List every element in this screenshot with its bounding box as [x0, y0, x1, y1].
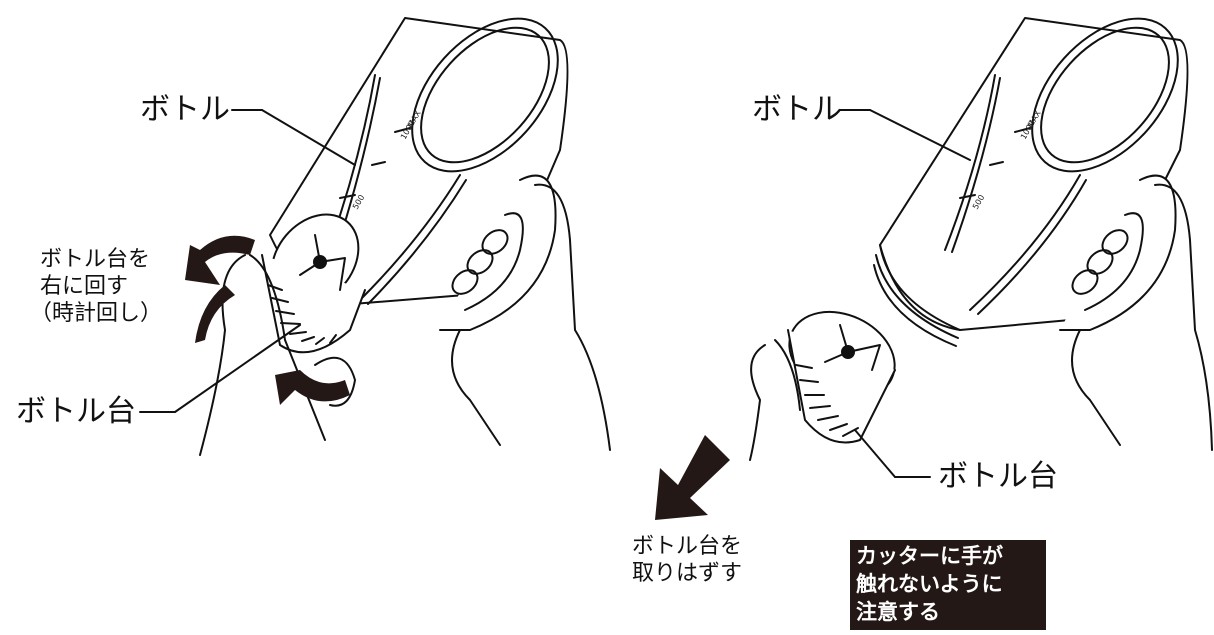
right-base — [787, 310, 896, 444]
warning-line-3: 注意する — [856, 600, 940, 624]
right-bottle-label: ボトル — [752, 92, 842, 127]
max-tick — [1014, 127, 1031, 133]
right-hands — [749, 183, 1213, 461]
left-instruction: ボトル台を 右に回す （時計回し） — [30, 246, 162, 327]
right-instruction: ボトル台を 取りはずす — [632, 533, 742, 587]
left-bottle-label: ボトル — [140, 92, 230, 127]
max-tick — [394, 127, 411, 133]
warning-box: カッターに手が 触れないように 注意する — [850, 540, 1046, 630]
warning-line-2: 触れないように — [856, 572, 1003, 596]
left-base-label: ボトル台 — [16, 394, 136, 429]
right-bottle — [873, 17, 1189, 347]
remove-arrow — [655, 435, 730, 520]
left-leaders — [139, 109, 356, 413]
right-leaders — [839, 109, 971, 478]
warning-line-1: カッターに手が — [856, 544, 1003, 568]
mid-tick — [371, 161, 386, 166]
left-instruction-line-1: ボトル台を — [40, 247, 151, 272]
right-instruction-line-1: ボトル台を — [632, 534, 743, 559]
half-tick — [959, 194, 976, 199]
left-rotate-arrows — [185, 235, 350, 405]
left-instruction-line-2: 右に回す — [40, 274, 129, 299]
mid-tick — [989, 161, 1004, 166]
right-instruction-line-2: 取りはずす — [632, 561, 743, 586]
left-hands — [199, 183, 611, 456]
left-base — [261, 213, 366, 354]
left-instruction-line-3: （時計回し） — [30, 301, 163, 326]
right-base-label: ボトル台 — [938, 459, 1058, 494]
half-tick — [339, 194, 356, 199]
